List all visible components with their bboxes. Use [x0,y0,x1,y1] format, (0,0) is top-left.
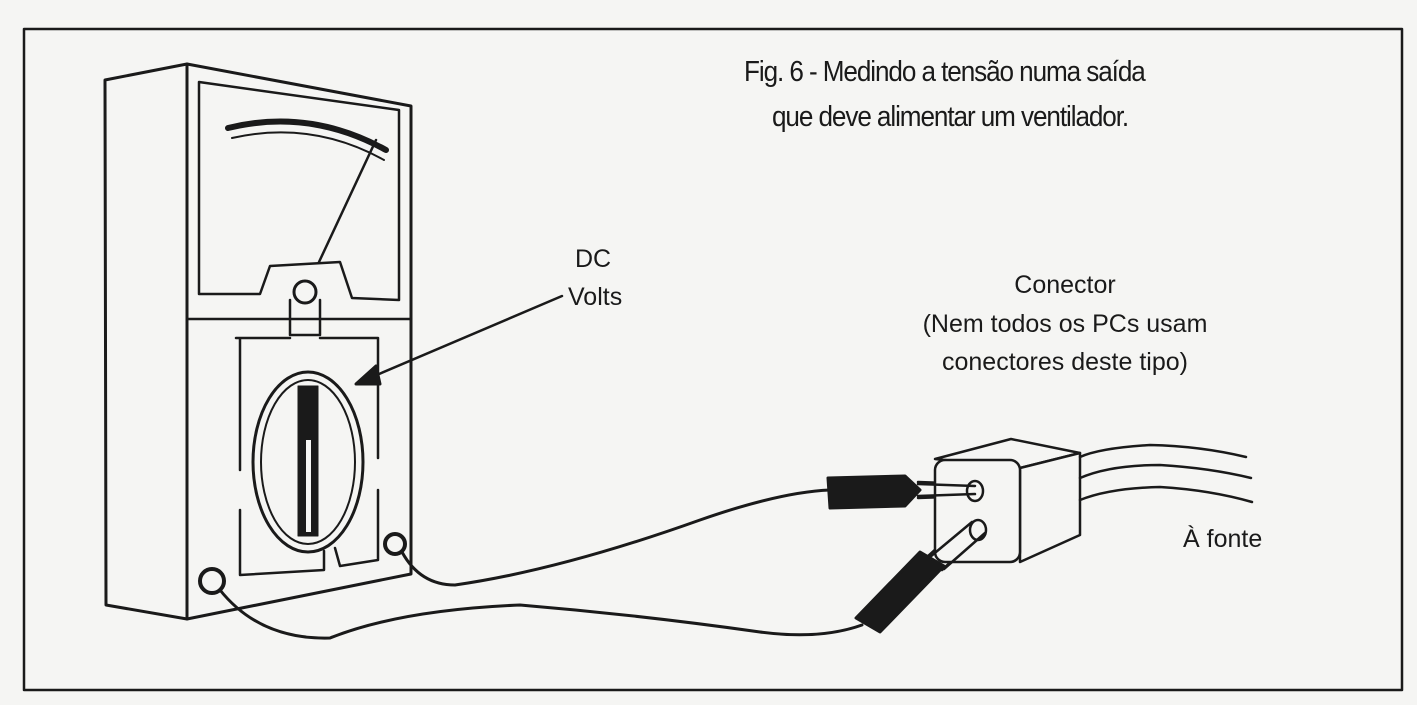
meter-scale-arc-inner [231,131,385,161]
power-connector [916,437,1254,571]
meter-front-face [185,62,413,621]
selector-panel-outline [234,336,380,577]
terminal-positive [383,532,407,556]
label-to-power-supply: À fonte [1183,525,1263,553]
supply-wire-3 [1078,485,1254,504]
selector-dial-inner [260,379,356,545]
label-volts: Volts [568,283,623,311]
test-lead-black [218,588,864,640]
label-connector-title: Conector [1014,271,1116,299]
label-connector-note-2: conectores deste tipo) [942,348,1188,376]
zero-adjust-screw [292,279,318,305]
probe-tip-upper [916,482,977,498]
connector-right-face [1018,451,1082,564]
caption-line-1: Fig. 6 - Medindo a tensão numa saída [744,56,1146,88]
test-lead-red [400,488,832,587]
needle-mount [288,298,322,337]
connector-front-face [933,458,1022,564]
probe-tip-lower [928,520,987,571]
probe-upper [826,474,977,510]
supply-wire-2 [1078,463,1253,480]
figure-frame [22,27,1404,692]
multimeter [103,62,413,621]
meter-needle [317,138,378,264]
meter-display-window [197,80,401,302]
selector-dial-outer [251,370,365,554]
connector-hole-1 [965,479,985,503]
supply-wire-1 [1078,443,1248,459]
label-dc: DC [575,245,612,273]
caption-line-2: que deve alimentar um ventilador. [772,101,1129,133]
meter-side-panel [103,62,189,621]
label-connector-note-1: (Nem todos os PCs usam [922,310,1208,338]
meter-scale-arc [225,118,389,153]
selector-pointer-highlight [306,440,311,532]
terminal-common [198,567,226,595]
dc-volts-arrow [354,294,564,386]
